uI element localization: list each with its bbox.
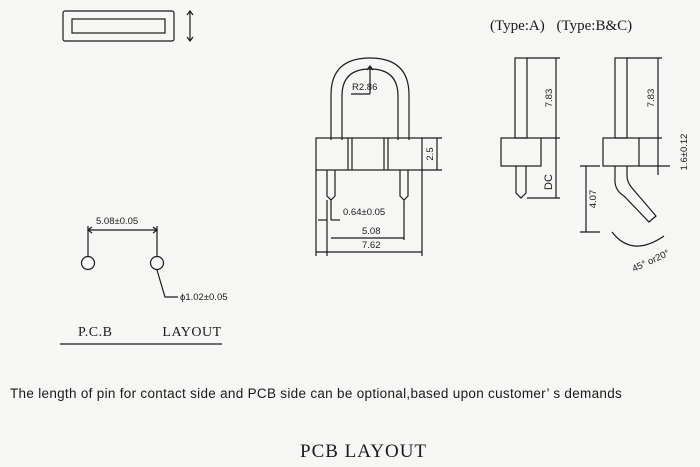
type-bc-side-view bbox=[580, 57, 670, 247]
pcb-label-left: P.C.B bbox=[78, 325, 113, 340]
pcb-label-right: LAYOUT bbox=[162, 325, 222, 340]
dim-1-6: 1.6±0.12 bbox=[679, 134, 690, 171]
dim-5-08-b: 5.08 bbox=[362, 226, 381, 237]
dim-2-5: 2.5 bbox=[425, 147, 436, 160]
pcb-layout-drawing bbox=[60, 226, 222, 345]
dim-4-07: 4.07 bbox=[588, 190, 599, 209]
dim-pitch: 5.08±0.05 bbox=[96, 216, 138, 227]
dim-7-83-b: 7.83 bbox=[646, 89, 657, 108]
dim-r286: R2.86 bbox=[352, 82, 377, 93]
dim-dc: DC bbox=[543, 174, 555, 190]
housing-top-view bbox=[62, 10, 194, 42]
pcb-layout-label: P.C.B LAYOUT bbox=[78, 325, 222, 341]
dim-hole: ϕ1.02±0.05 bbox=[180, 292, 228, 303]
type-bc-label: (Type:B&C) bbox=[556, 18, 633, 34]
dim-7-83-a: 7.83 bbox=[544, 89, 555, 108]
dim-angle: 45° or20° bbox=[631, 248, 672, 275]
type-labels: (Type:A) (Type:B&C) bbox=[490, 18, 640, 35]
u-pin-side-view bbox=[315, 57, 442, 256]
dim-0-64: 0.64±0.05 bbox=[343, 207, 385, 218]
dim-7-62: 7.62 bbox=[362, 240, 381, 251]
type-a-side-view bbox=[500, 57, 560, 199]
type-a-label: (Type:A) bbox=[490, 18, 545, 34]
pin-length-note: The length of pin for contact side and P… bbox=[10, 386, 623, 401]
bottom-title: PCB LAYOUT bbox=[300, 441, 428, 462]
